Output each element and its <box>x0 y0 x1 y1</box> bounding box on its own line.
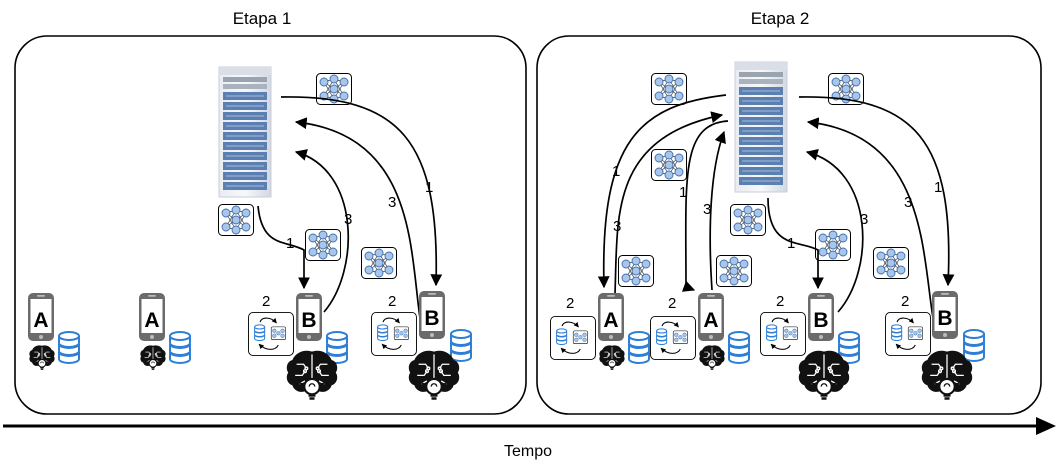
arrow-download <box>280 96 443 287</box>
neural-network-icon <box>361 247 397 279</box>
large-brain-icon <box>285 349 339 401</box>
server-rack-icon <box>734 61 788 193</box>
local-training-box <box>249 312 294 355</box>
small-brain-icon <box>698 344 726 371</box>
database-icon <box>963 329 985 362</box>
neural-network-icon <box>815 229 851 261</box>
database-icon <box>58 331 80 364</box>
arrow-download <box>681 120 729 292</box>
arrow-upload <box>805 149 864 313</box>
step-label: 3 <box>904 194 912 211</box>
local-training-box <box>886 312 931 355</box>
step-label: 1 <box>679 184 687 201</box>
step-label: 1 <box>425 179 433 196</box>
step-label: 2 <box>262 293 270 310</box>
large-brain-icon <box>407 349 461 401</box>
phone-label: B <box>424 307 439 330</box>
arrow-upload <box>294 149 349 313</box>
neural-network-icon <box>305 229 341 261</box>
large-brain-icon <box>797 349 851 401</box>
phone-label: A <box>33 309 48 332</box>
arrow-download <box>257 205 310 290</box>
phone-label: B <box>937 307 952 330</box>
step-label: 3 <box>860 211 868 228</box>
arrow-upload <box>294 117 421 319</box>
step-label: 3 <box>344 211 352 228</box>
step-label: 1 <box>787 235 795 252</box>
step-label: 2 <box>668 295 676 312</box>
step-label: 2 <box>566 295 574 312</box>
neural-network-icon <box>716 255 752 287</box>
server-rack-icon <box>218 66 272 198</box>
step-label: 2 <box>901 293 909 310</box>
phone-label: B <box>301 309 316 332</box>
phone-label: A <box>703 309 718 332</box>
large-brain-icon <box>920 349 974 401</box>
small-brain-icon <box>598 344 626 371</box>
time-axis-arrowhead <box>1036 417 1056 435</box>
arrow-download <box>767 197 824 290</box>
neural-network-icon <box>873 247 909 279</box>
phone-label: B <box>813 309 828 332</box>
neural-network-icon <box>651 149 687 181</box>
stage-2-frame <box>536 35 1042 415</box>
local-training-box <box>651 316 696 359</box>
arrow-upload <box>709 130 726 291</box>
neural-network-icon <box>730 204 766 236</box>
stage-1-frame <box>14 35 527 415</box>
small-brain-icon <box>139 344 167 371</box>
arrow-download <box>798 96 955 287</box>
database-icon <box>628 331 650 364</box>
database-icon <box>728 331 750 364</box>
phone-label: A <box>603 309 618 332</box>
arrow-download <box>597 94 727 289</box>
database-icon <box>169 331 191 364</box>
database-icon <box>450 329 472 362</box>
stage-1-title: Etapa 1 <box>233 9 292 28</box>
neural-network-icon <box>651 73 687 105</box>
step-label: 1 <box>934 179 942 196</box>
local-training-box <box>372 312 417 355</box>
arrow-upload <box>806 117 934 319</box>
step-label: 2 <box>776 293 784 310</box>
step-label: 3 <box>703 201 711 218</box>
step-label: 1 <box>612 163 620 180</box>
small-brain-icon <box>28 344 56 371</box>
stage-2-title: Etapa 2 <box>751 9 810 28</box>
local-training-box <box>761 312 806 355</box>
step-label: 1 <box>286 235 294 252</box>
phone-label: A <box>144 309 159 332</box>
neural-network-icon <box>218 204 254 236</box>
step-label: 3 <box>613 218 621 235</box>
step-label: 2 <box>388 293 396 310</box>
time-axis-label: Tempo <box>504 443 552 460</box>
arrow-upload <box>613 111 724 315</box>
local-training-box <box>551 316 596 359</box>
step-label: 3 <box>388 194 396 211</box>
neural-network-icon <box>618 255 654 287</box>
